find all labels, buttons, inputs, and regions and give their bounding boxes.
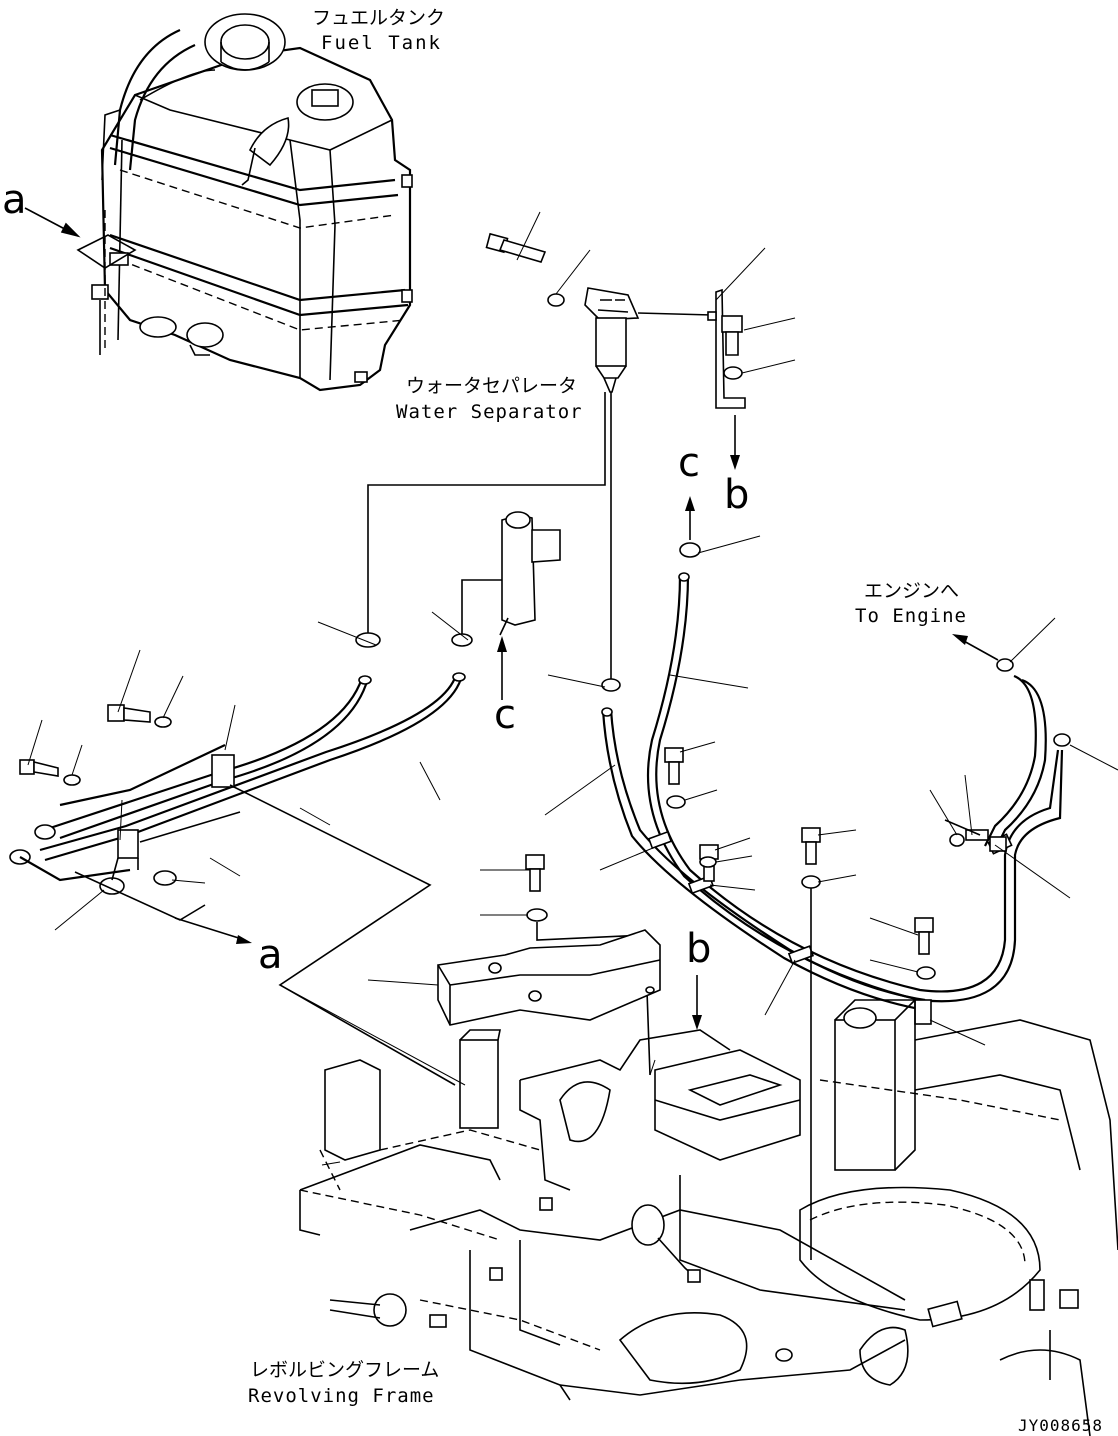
fuel-tank-drawing bbox=[76, 13, 413, 392]
label-revolving-frame-jp: レボルビングフレーム bbox=[250, 1359, 439, 1381]
callout-arrow-b-center bbox=[692, 975, 702, 1030]
callout-b-top: b bbox=[724, 472, 749, 518]
callout-c-center: c bbox=[494, 692, 516, 738]
label-water-separator-en: Water Separator bbox=[396, 401, 583, 423]
callout-a-top: a bbox=[2, 177, 27, 223]
callout-a-bottom: a bbox=[258, 932, 283, 978]
drawing-id: JY008658 bbox=[1018, 1416, 1103, 1435]
water-separator-drawing bbox=[367, 211, 796, 680]
label-to-engine-jp: エンジンへ bbox=[864, 580, 959, 602]
hose-clamps bbox=[54, 535, 1118, 931]
label-fuel-tank-en: Fuel Tank bbox=[321, 32, 442, 54]
revolving-frame-drawing bbox=[279, 984, 1118, 1436]
label-fuel-tank-jp: フュエルタンク bbox=[312, 7, 445, 29]
label-to-engine-en: To Engine bbox=[855, 605, 967, 627]
label-water-separator-jp: ウォータセパレータ bbox=[406, 375, 577, 397]
callout-arrow-c-top bbox=[685, 496, 695, 540]
fuel-bracket-drawing bbox=[367, 929, 661, 1026]
callout-c-top: c bbox=[678, 440, 700, 486]
right-hose-assembly bbox=[480, 572, 1071, 1260]
left-hose-bundle bbox=[9, 649, 466, 1086]
callout-arrow-a-top bbox=[24, 207, 81, 238]
callout-b-center: b bbox=[686, 926, 711, 972]
label-revolving-frame-en: Revolving Frame bbox=[248, 1385, 435, 1407]
hose-clip-drawing bbox=[461, 511, 561, 700]
